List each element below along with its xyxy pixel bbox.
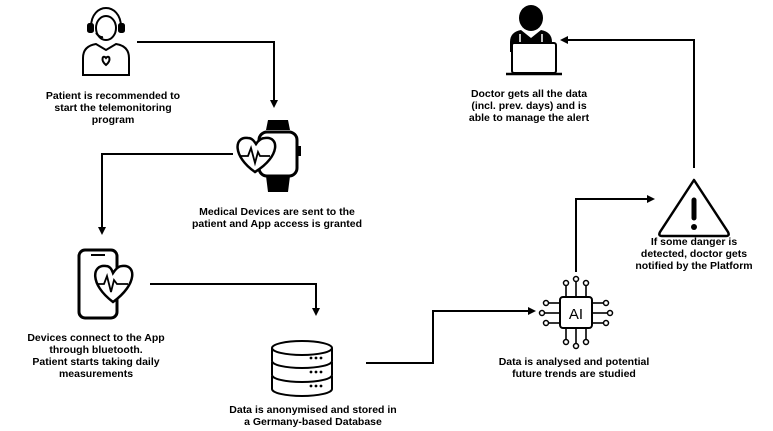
database-icon — [271, 340, 333, 397]
caption-connect: Devices connect to the App through bluet… — [27, 332, 165, 380]
phone-heart-icon — [77, 248, 134, 320]
arrow-phone-to-database — [150, 283, 320, 316]
arrow-patient-to-watch — [137, 41, 278, 108]
warning-icon — [658, 178, 730, 238]
caption-doctor: Doctor gets all the data (incl. prev. da… — [468, 88, 590, 124]
caption-devices: Medical Devices are sent to the patient … — [192, 206, 362, 230]
connectors — [98, 36, 695, 364]
doctor-laptop-icon — [506, 5, 562, 76]
smartwatch-heart-icon — [236, 120, 301, 192]
caption-danger: If some danger is detected, doctor gets … — [635, 236, 753, 272]
arrow-warning-to-doctor — [560, 36, 695, 168]
caption-analysed: Data is analysed and potential future tr… — [498, 356, 650, 380]
ai-chip-icon: AI — [538, 275, 614, 350]
arrow-database-to-ai — [366, 307, 536, 364]
caption-stored: Data is anonymised and stored in a Germa… — [229, 404, 397, 428]
ai-chip-label: AI — [569, 306, 583, 323]
patient-icon — [82, 6, 130, 76]
caption-patient: Patient is recommended to start the tele… — [45, 90, 181, 126]
arrow-watch-to-phone — [98, 153, 233, 235]
arrow-ai-to-warning — [575, 195, 655, 272]
